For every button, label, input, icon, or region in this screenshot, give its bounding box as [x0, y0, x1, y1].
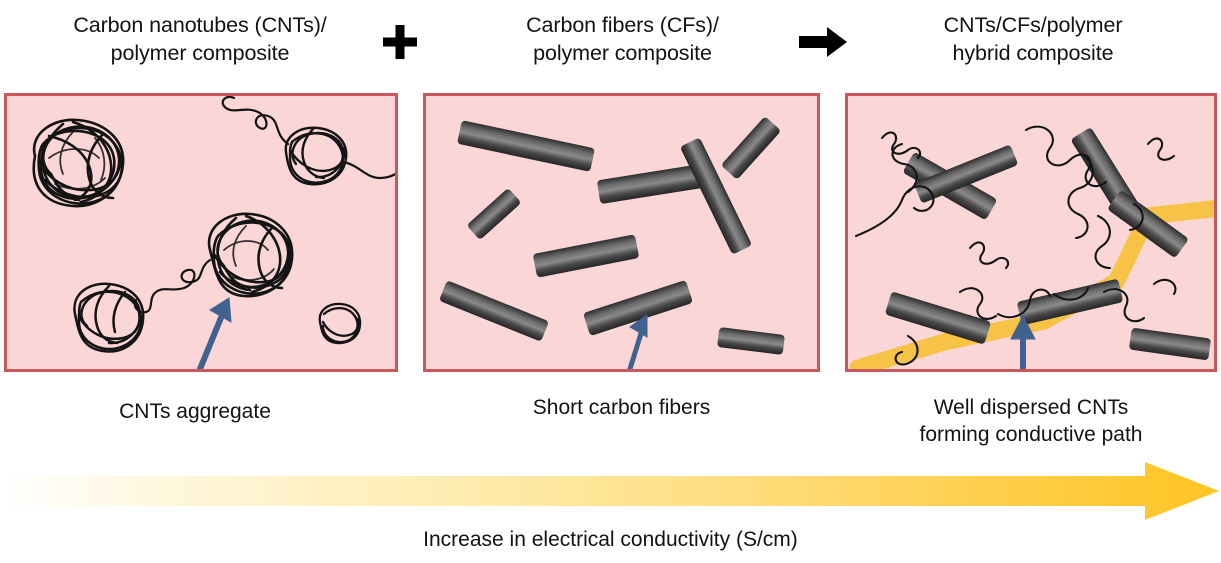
caption-panel2: Short carbon fibers	[423, 394, 820, 421]
panel2-header-line2: polymer composite	[533, 40, 712, 65]
panel-hybrid-composite	[845, 93, 1217, 372]
panel3-header-line2: hybrid composite	[952, 40, 1114, 65]
right-arrow-icon	[795, 20, 851, 64]
plus-icon	[372, 16, 428, 68]
cnt-aggregate	[133, 212, 294, 314]
panel3-header-line1: CNTs/CFs/polymer	[943, 13, 1123, 37]
caption-panel3: Well dispersed CNTs forming conductive p…	[845, 394, 1217, 449]
cnt-aggregate	[221, 96, 395, 186]
carbon-fiber-group	[885, 128, 1211, 360]
panel1-header-line2: polymer composite	[110, 40, 290, 65]
panel2-header: Carbon fibers (CFs)/ polymer composite	[425, 12, 820, 68]
panel1-header: Carbon nanotubes (CNTs)/ polymer composi…	[0, 12, 400, 68]
panel2-header-line1: Carbon fibers (CFs)/	[526, 13, 719, 37]
conductivity-axis-label: Increase in electrical conductivity (S/c…	[423, 528, 798, 551]
caption-panel1: CNTs aggregate	[0, 398, 390, 425]
carbon-fiber-group	[440, 117, 785, 355]
dispersed-cnt-group	[854, 125, 1177, 366]
panel-cnt-polymer-composite	[4, 93, 398, 372]
conductivity-gradient-arrow	[0, 460, 1221, 522]
cnt-aggregate	[32, 118, 125, 208]
caption-panel3-line2: forming conductive path	[919, 423, 1143, 447]
panel1-header-line1: Carbon nanotubes (CNTs)/	[73, 13, 327, 37]
caption-panel1-line1: CNTs aggregate	[119, 400, 271, 423]
cnt-aggregate	[318, 302, 362, 345]
panel-cf-polymer-composite	[423, 93, 820, 372]
cnt-aggregate	[73, 282, 145, 353]
panel3-header: CNTs/CFs/polymer hybrid composite	[845, 12, 1221, 68]
caption-panel3-line1: Well dispersed CNTs	[933, 396, 1129, 419]
caption-panel2-line1: Short carbon fibers	[532, 396, 711, 419]
